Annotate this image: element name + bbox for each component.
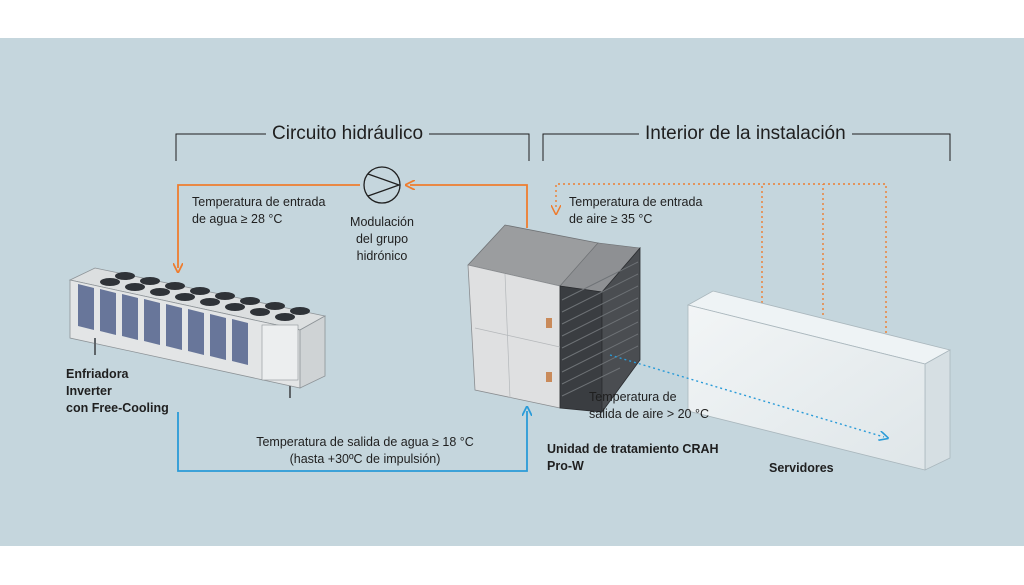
crah-line2: Pro-W [547, 459, 584, 473]
pump-line2: del grupo [355, 232, 409, 246]
water-outlet-line1: Temperatura de salida de agua ≥ 18 °C [256, 435, 474, 449]
server-block-icon [686, 290, 952, 471]
crah-line1: Unidad de tratamiento CRAH [547, 442, 719, 456]
interior-header: Interior de la instalación [639, 123, 852, 145]
water-inlet-line1: Temperatura de entrada [192, 195, 326, 209]
chiller-unit-icon [68, 267, 327, 398]
cold-water-line [177, 411, 527, 472]
hot-air-return-line [556, 183, 887, 338]
air-outlet-temp-label: Temperatura de salida de aire > 20 °C [589, 389, 709, 423]
chiller-line2: Inverter [66, 384, 112, 398]
chiller-line3: con Free-Cooling [66, 401, 169, 415]
water-inlet-temp-label: Temperatura de entrada de agua ≥ 28 °C [192, 194, 325, 228]
crah-label: Unidad de tratamiento CRAH Pro-W [547, 441, 719, 475]
pump-line1: Modulación [350, 215, 414, 229]
hydraulic-header: Circuito hidráulico [266, 123, 430, 145]
servers-label: Servidores [769, 461, 834, 475]
pump-symbol-icon [363, 166, 401, 204]
crah-unit-icon [467, 224, 641, 414]
air-inlet-line1: Temperatura de entrada [569, 195, 703, 209]
air-outlet-line2: salida de aire > 20 °C [589, 407, 710, 421]
water-outlet-line2: (hasta +30ºC de impulsión) [289, 452, 441, 466]
pump-modulation-label: Modulación del grupo hidrónico [342, 214, 422, 265]
air-inlet-line2: de aire ≥ 35 °C [569, 212, 653, 226]
water-inlet-line2: de agua ≥ 28 °C [192, 212, 283, 226]
water-outlet-temp-label: Temperatura de salida de agua ≥ 18 °C (h… [220, 434, 510, 468]
air-inlet-temp-label: Temperatura de entrada de aire ≥ 35 °C [569, 194, 702, 228]
pump-line3: hidrónico [356, 249, 408, 263]
chiller-line1: Enfriadora [66, 367, 129, 381]
hot-water-line [178, 185, 528, 268]
chiller-label: Enfriadora Inverter con Free-Cooling [66, 366, 169, 417]
air-outlet-line1: Temperatura de [589, 390, 677, 404]
